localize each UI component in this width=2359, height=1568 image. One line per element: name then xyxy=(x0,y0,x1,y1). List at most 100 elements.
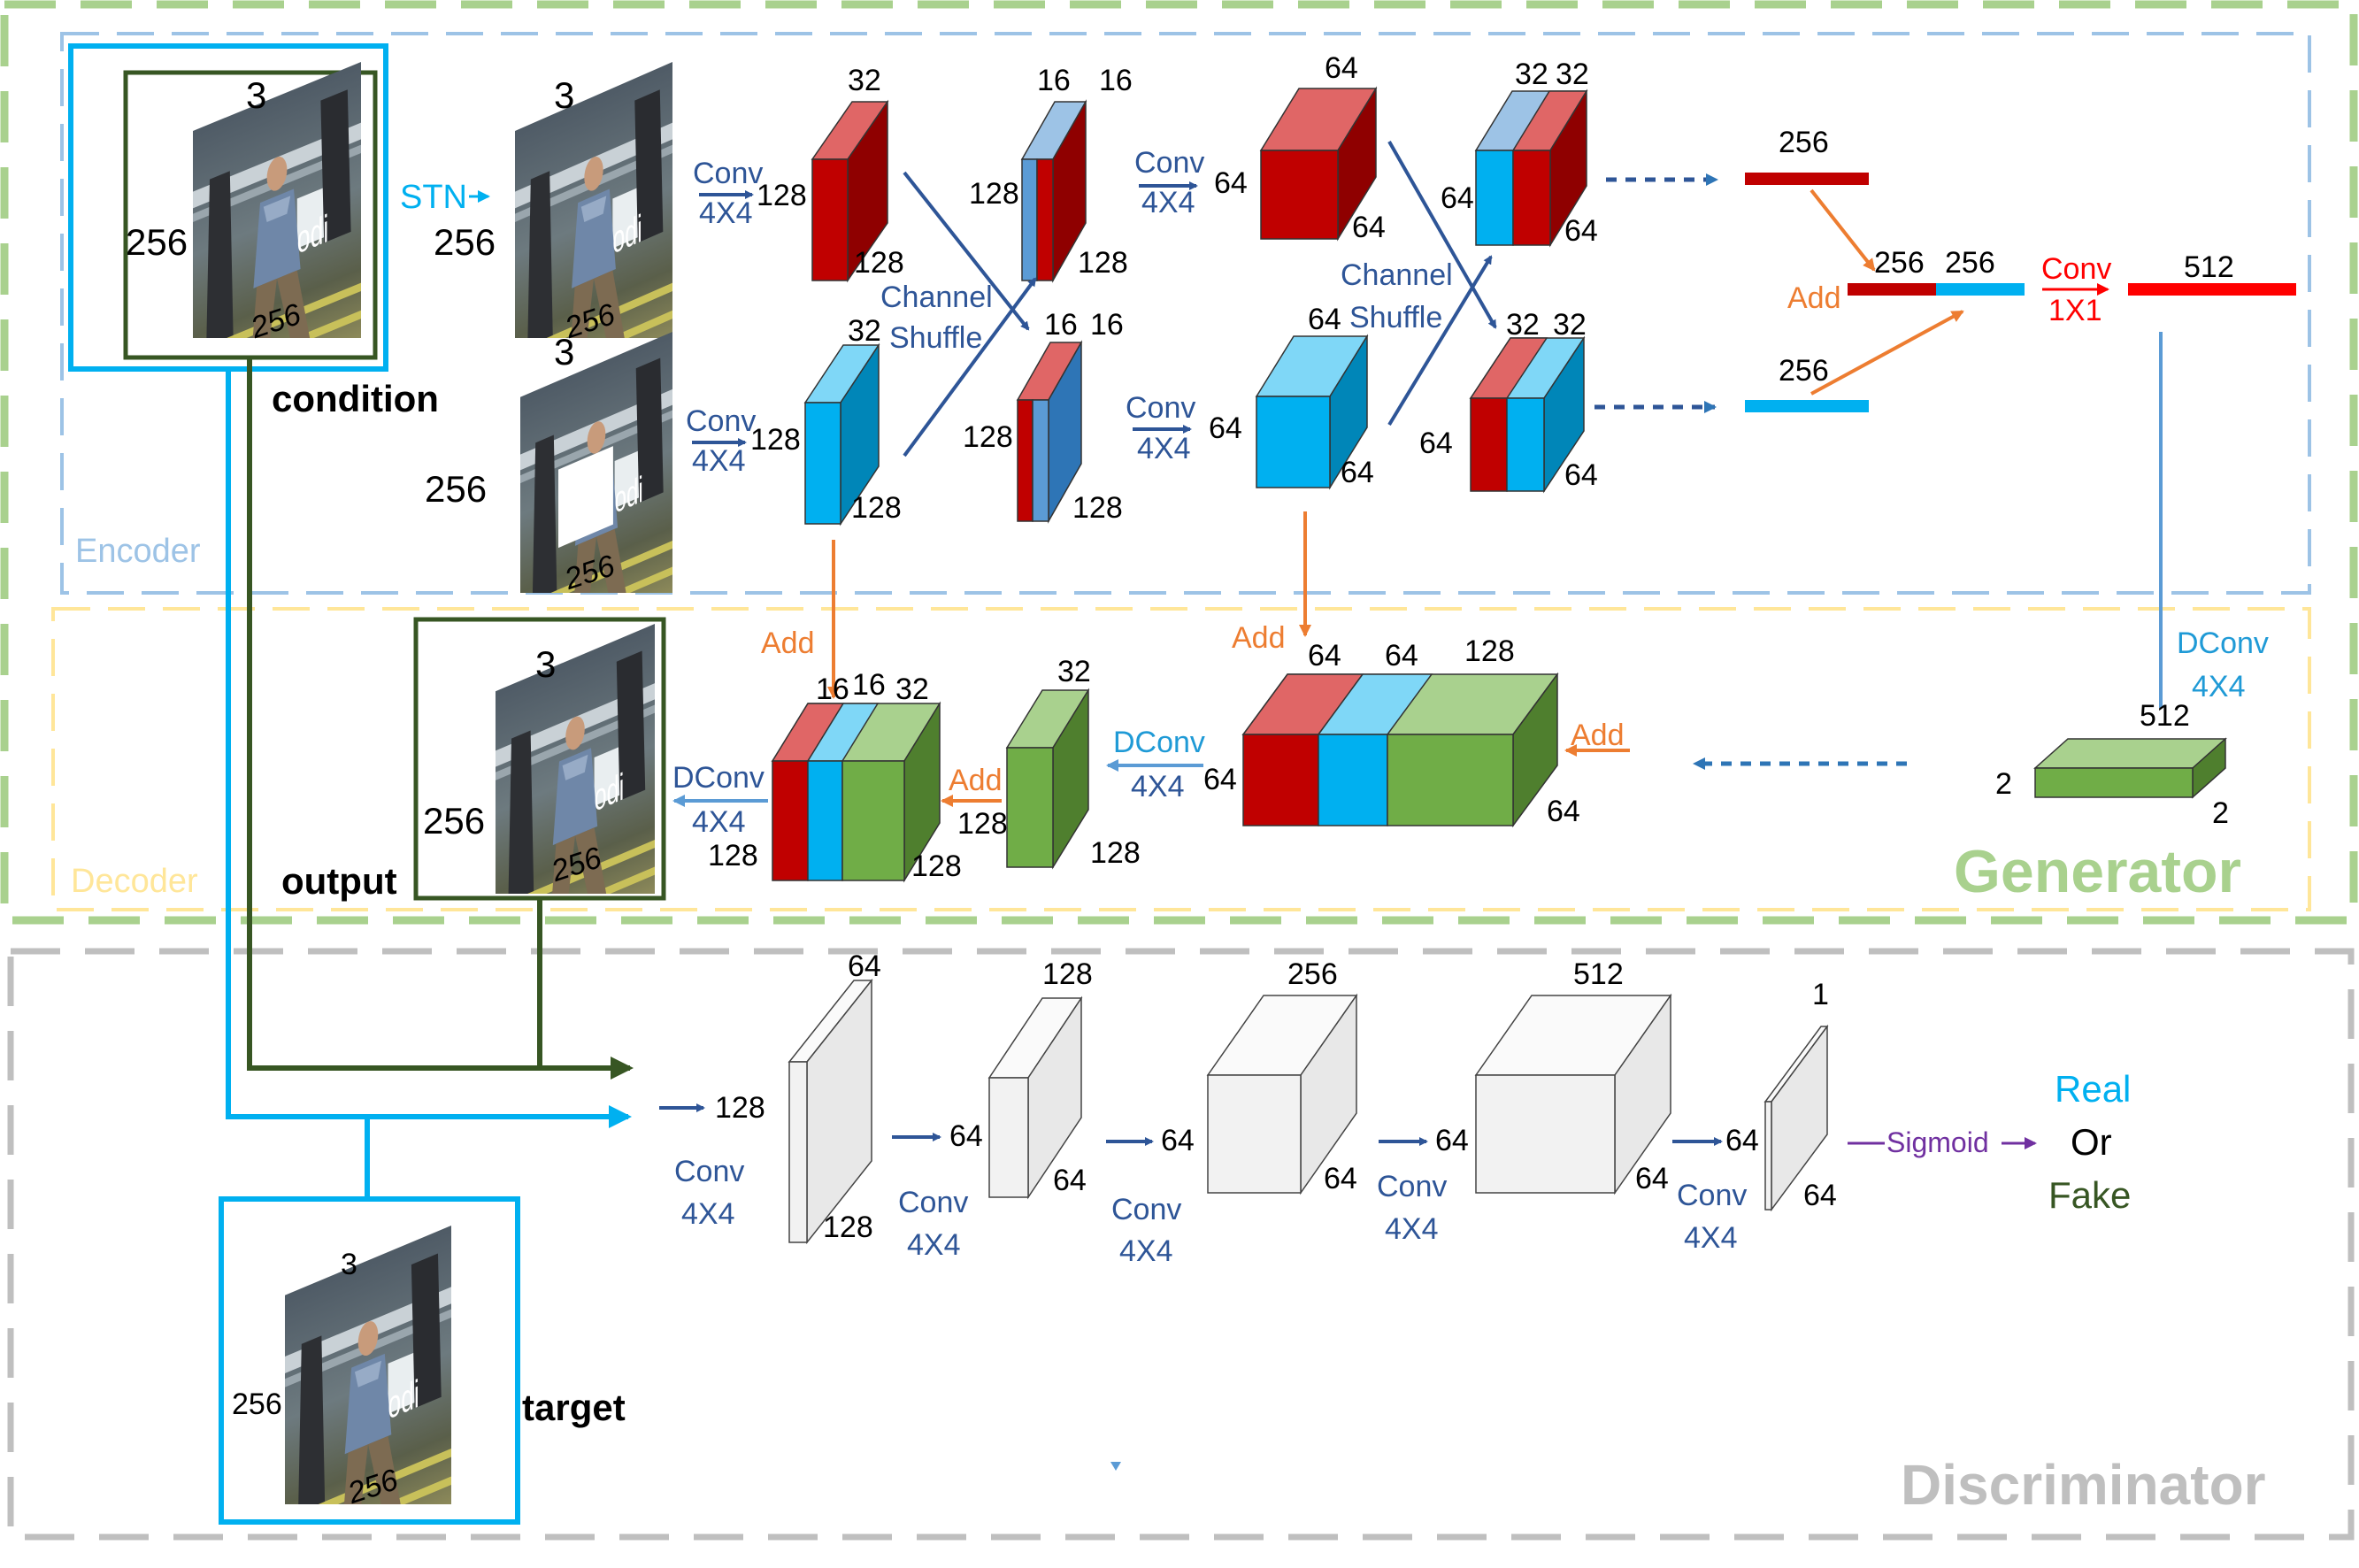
disc-conv1-label: Conv xyxy=(674,1155,744,1188)
disc-l3-height: 64 xyxy=(1161,1124,1195,1157)
disc-layer4-depth: 512 xyxy=(1573,957,1624,991)
enc-top-block2: 16 16 128 128 xyxy=(969,64,1133,283)
sum-vector-label-b: 256 xyxy=(1945,246,1995,280)
disc-conv3-kernel: 4X4 xyxy=(1119,1234,1173,1268)
decoder-border xyxy=(51,607,2311,911)
dec-dconv2-kernel: 4X4 xyxy=(1131,770,1185,803)
stn-label: STN xyxy=(400,179,467,216)
disc-conv5-kernel: 4X4 xyxy=(1684,1221,1738,1255)
dec-big-block: 64 64 128 64 64 xyxy=(1203,634,1580,828)
generator-border xyxy=(0,0,2358,925)
out-vector-label: 512 xyxy=(2184,250,2234,284)
dec-big-d1: 64 xyxy=(1308,639,1341,673)
enc-bot-block4-height: 64 xyxy=(1419,427,1453,460)
dec-dconv2-label: DConv xyxy=(1113,726,1205,759)
dec-concat-height: 128 xyxy=(708,839,758,872)
enc-top-block4-depth-a: 32 xyxy=(1515,58,1548,91)
dec-bottleneck-height: 2 xyxy=(1995,767,2012,801)
disc-layer5: 1 64 xyxy=(1763,978,1837,1212)
disc-conv2-kernel: 4X4 xyxy=(907,1228,961,1262)
enc-bot-block2: 16 16 128 128 xyxy=(963,308,1124,525)
dec-bottleneck-depth: 512 xyxy=(2140,699,2190,733)
condition-label: condition xyxy=(272,378,439,419)
target-image: 3 256 256 target xyxy=(219,1196,626,1525)
enc-bot-conv2-label: Conv xyxy=(1126,391,1195,425)
disc-layer1: 64 128 xyxy=(788,949,881,1245)
disc-layer2-width: 64 xyxy=(1053,1164,1087,1197)
disc-l5-height: 64 xyxy=(1725,1124,1759,1157)
disc-conv4-label: Conv xyxy=(1377,1170,1447,1203)
shuffle1-shuffle: Shuffle xyxy=(889,321,982,355)
enc-bot-conv1-label: Conv xyxy=(686,404,756,438)
output-height: 256 xyxy=(423,800,485,842)
output-image: 3 256 256 output xyxy=(281,617,666,902)
enc-top-block3-width: 64 xyxy=(1352,211,1386,244)
enc-bot-block2-depth-b: 16 xyxy=(1090,308,1124,342)
disc-layer3-width: 64 xyxy=(1324,1162,1357,1195)
enc-bot-block4-depth-b: 32 xyxy=(1553,308,1587,342)
skip-add-label-left: Add xyxy=(761,626,815,660)
enc-bot-block3-height: 64 xyxy=(1209,411,1242,445)
dec-bottleneck-width: 2 xyxy=(2212,796,2229,830)
conv1x1-label: Conv xyxy=(2041,252,2111,286)
result-fake: Fake xyxy=(2048,1174,2131,1216)
enc-top-vector xyxy=(1745,173,1869,185)
conv1x1-kernel: 1X1 xyxy=(2048,294,2102,327)
enc-bot-block1-width: 128 xyxy=(851,491,902,525)
dec-big-width: 64 xyxy=(1547,795,1580,828)
enc-top-block1-width: 128 xyxy=(854,246,904,280)
masked-height: 256 xyxy=(425,468,487,510)
enc-top-block2-width: 128 xyxy=(1078,246,1128,280)
encoder-title: Encoder xyxy=(75,533,201,570)
output-channels: 3 xyxy=(535,643,556,685)
disc-layer5-width: 64 xyxy=(1803,1179,1837,1212)
encoder-border xyxy=(60,32,2311,595)
sum-vector-label-a: 256 xyxy=(1874,246,1925,280)
enc-top-block3: 64 64 64 xyxy=(1214,51,1386,244)
disc-l4-height: 64 xyxy=(1435,1124,1469,1157)
enc-bot-block2-depth-a: 16 xyxy=(1044,308,1078,342)
dec-concat-d1: 16 xyxy=(816,673,849,706)
dec-dconv-out-kernel: 4X4 xyxy=(692,805,746,839)
dec-big-height: 64 xyxy=(1203,763,1237,796)
disc-layer5-depth: 1 xyxy=(1812,978,1829,1011)
skip-add-label-right: Add xyxy=(1232,621,1286,655)
shuffle2-arrow-up xyxy=(1387,255,1493,427)
disc-layer4-width: 64 xyxy=(1635,1162,1669,1195)
target-channels: 3 xyxy=(341,1248,357,1281)
enc-bot-block2-height: 128 xyxy=(963,420,1013,454)
enc-top-conv2-label: Conv xyxy=(1134,146,1204,180)
enc-bot-block2-width: 128 xyxy=(1072,491,1123,525)
dec-big-d2: 64 xyxy=(1385,639,1418,673)
discriminator-border xyxy=(7,948,2355,1541)
condition-to-disc-line-green xyxy=(247,357,634,1080)
disc-layer2-depth: 128 xyxy=(1042,957,1093,991)
decoder-title: Decoder xyxy=(71,863,198,900)
add-bot-arrow xyxy=(1810,310,1964,396)
enc-top-block4: 32 32 64 64 xyxy=(1441,58,1598,248)
enc-bot-block1-height: 128 xyxy=(750,423,801,457)
enc-top-block4-height: 64 xyxy=(1441,181,1474,215)
enc-bot-block3-depth: 64 xyxy=(1308,303,1341,336)
result-real: Real xyxy=(2055,1068,2131,1110)
enc-top-block3-height: 64 xyxy=(1214,166,1248,200)
stn-output-channels: 3 xyxy=(554,74,574,116)
enc-bot-vector xyxy=(1745,400,1869,412)
enc-top-block2-depth-a: 16 xyxy=(1037,64,1071,97)
condition-height: 256 xyxy=(126,221,188,263)
dec-bottleneck: 512 2 2 xyxy=(1995,699,2229,830)
stn-output-height: 256 xyxy=(434,221,496,263)
small-marker xyxy=(1110,1462,1121,1471)
target-photo xyxy=(285,1226,451,1504)
add-top-arrow xyxy=(1810,188,1876,272)
enc-top-block4-depth-b: 32 xyxy=(1556,58,1589,91)
disc-layer3: 256 64 xyxy=(1206,957,1358,1195)
disc-layer1-width: 128 xyxy=(823,1211,873,1244)
masked-image: 3 256 256 xyxy=(425,331,672,596)
dec-green-width: 128 xyxy=(1090,836,1141,870)
enc-bot-conv2-kernel: 4X4 xyxy=(1137,432,1191,465)
enc-top-block2-depth-b: 16 xyxy=(1099,64,1133,97)
dec-concat-d3: 32 xyxy=(895,673,929,706)
